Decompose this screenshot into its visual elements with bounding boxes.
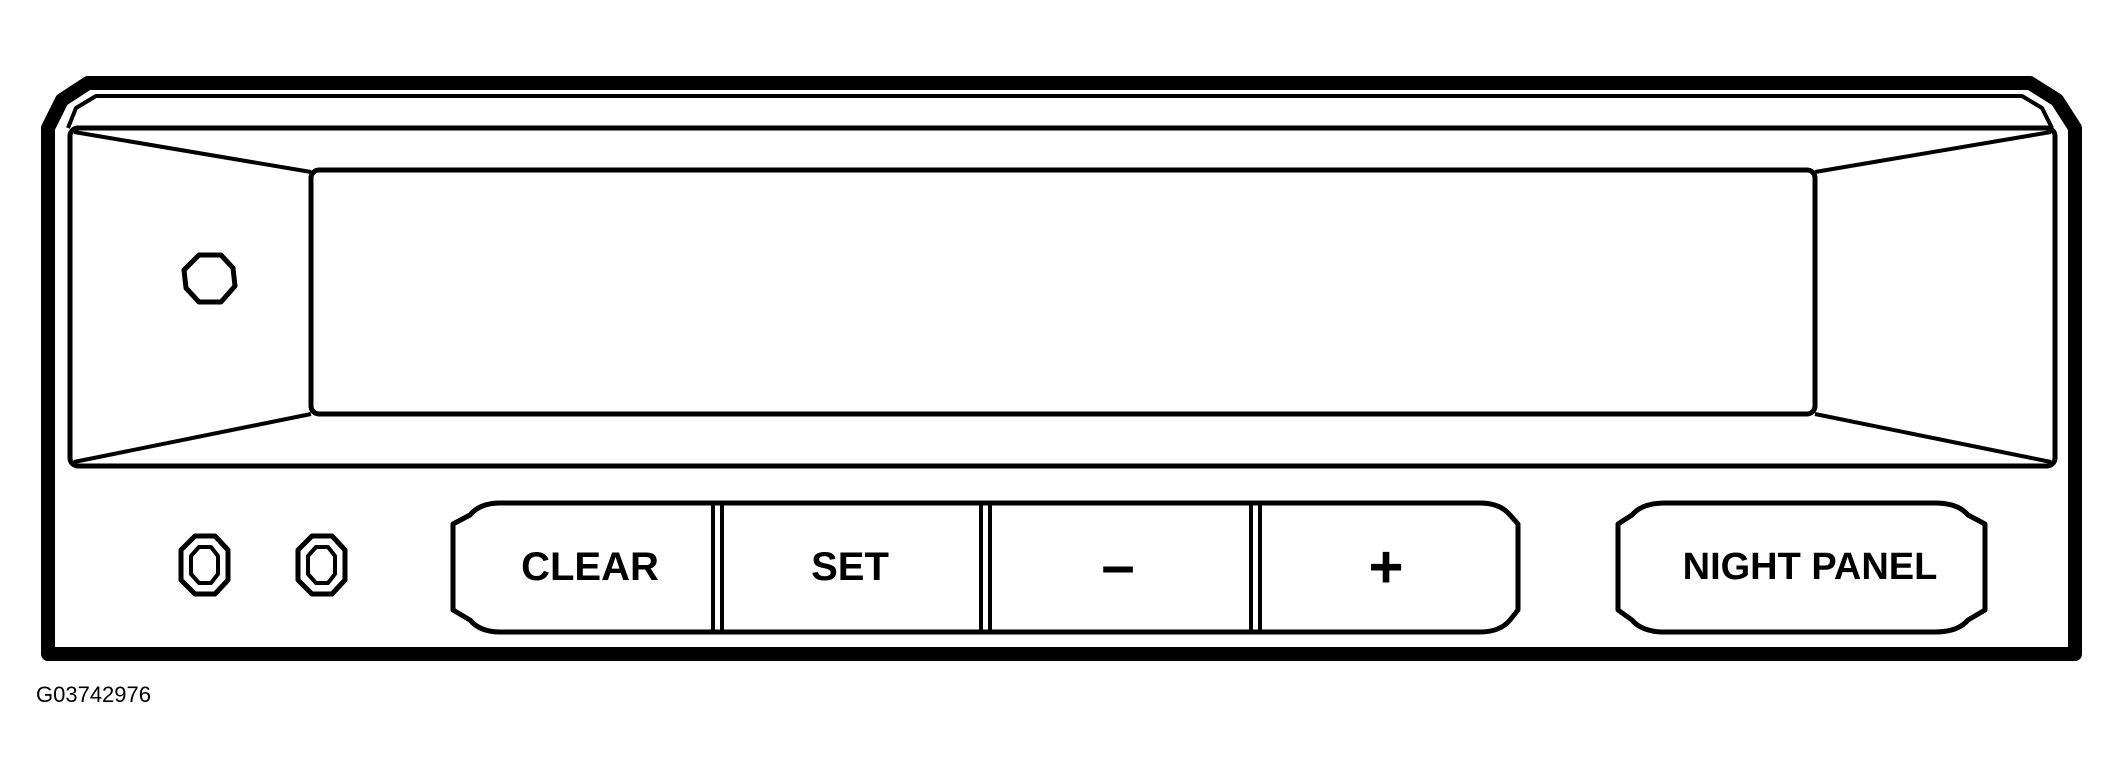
button-dividers <box>711 503 1262 632</box>
display-bevel <box>73 130 2052 464</box>
set-button-label: SET <box>811 545 889 589</box>
minus-button-label: – <box>1101 532 1134 599</box>
bevel-bottom-right <box>1814 412 2052 464</box>
light-sensor-icon <box>181 252 238 305</box>
figure-id-caption: G03742976 <box>36 682 151 707</box>
bevel-bottom-left <box>73 412 312 464</box>
clear-button-label: CLEAR <box>521 545 659 589</box>
night-panel-button-label: NIGHT PANEL <box>1683 546 1938 588</box>
bevel-top-left <box>73 130 312 174</box>
plus-button[interactable]: + <box>1262 506 1516 629</box>
indicator-left <box>178 533 231 597</box>
indicator-right <box>295 533 348 597</box>
set-button[interactable]: SET <box>724 506 979 629</box>
bevel-top-right <box>1814 130 2052 174</box>
display-screen <box>308 167 1818 417</box>
clear-button[interactable]: CLEAR <box>456 506 711 629</box>
plus-button-label: + <box>1368 534 1403 601</box>
night-panel-button[interactable]: NIGHT PANEL <box>1615 500 1988 635</box>
panel-housing-inner-edge <box>66 94 2054 129</box>
minus-button[interactable]: – <box>992 506 1249 629</box>
